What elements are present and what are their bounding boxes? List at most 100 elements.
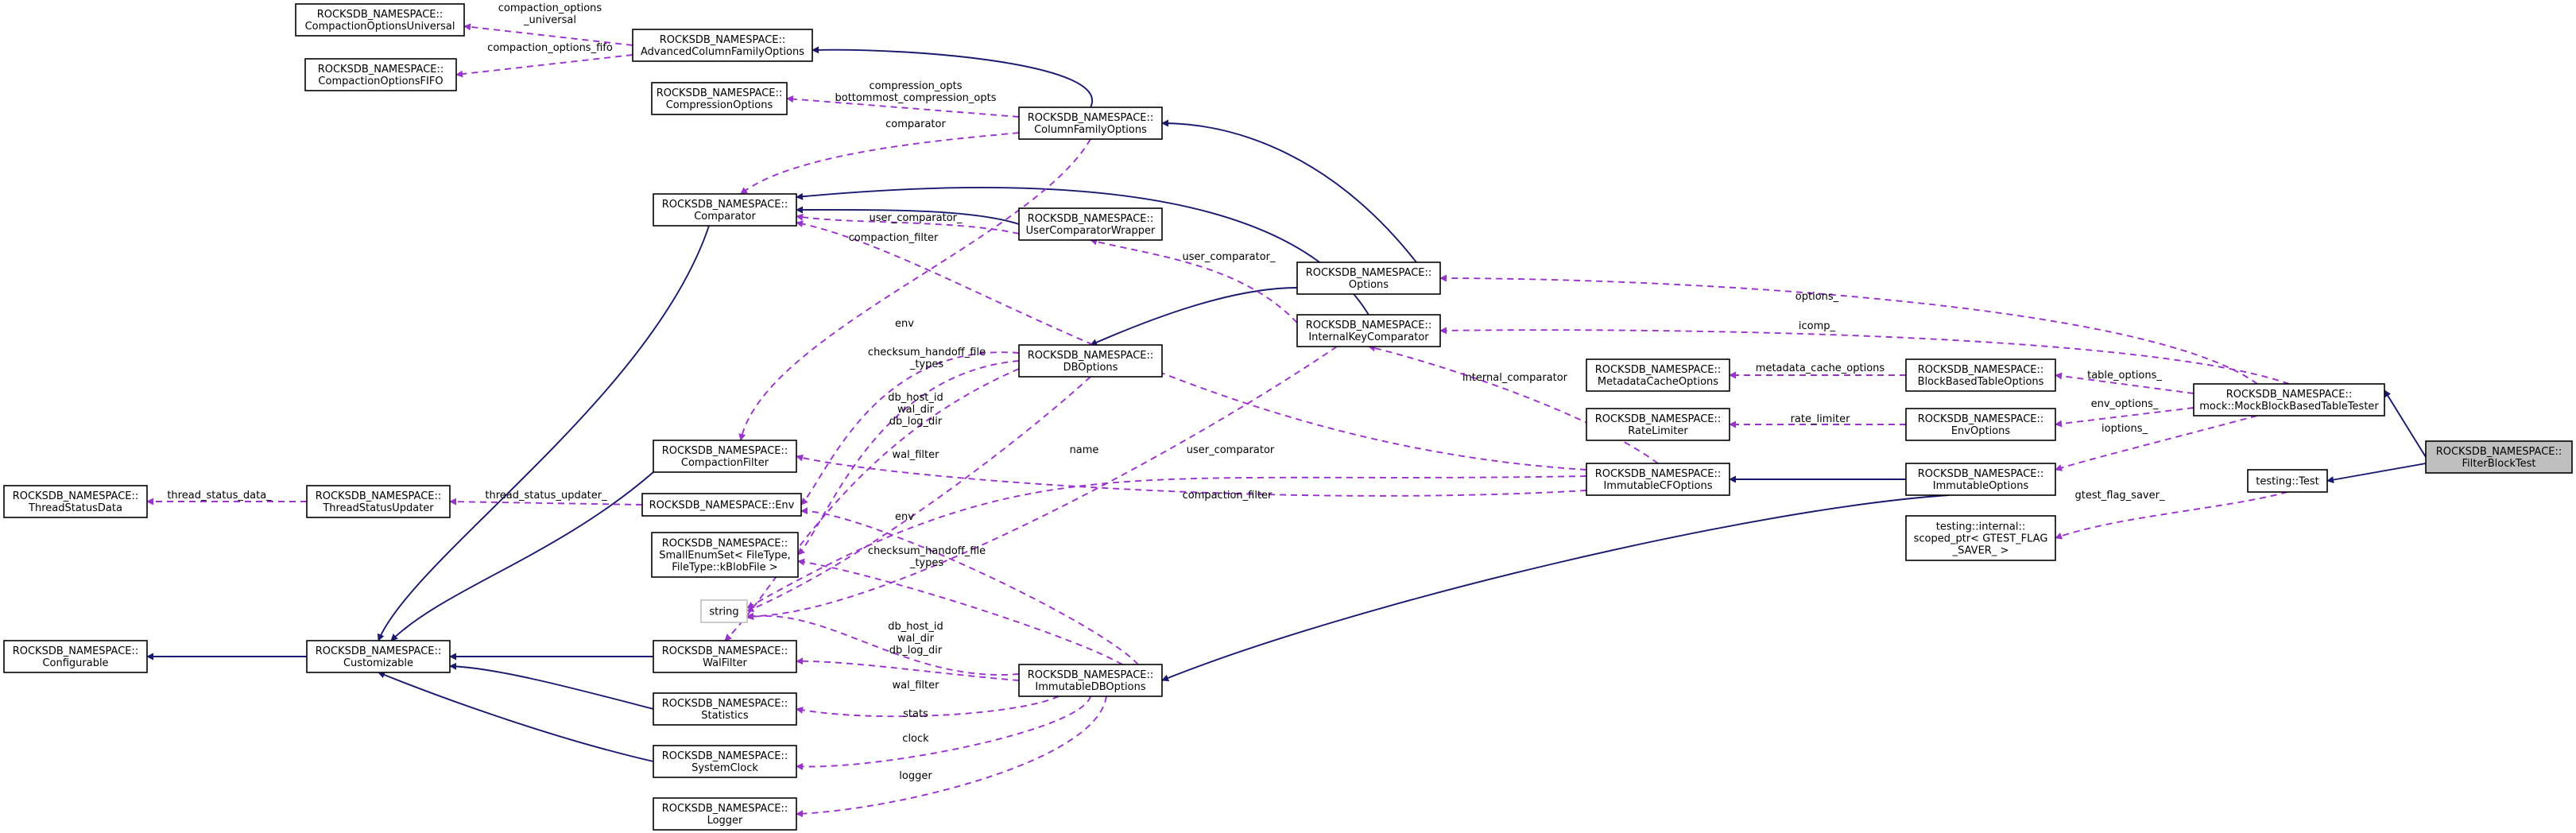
class-node-label: CompactionFilter <box>681 457 769 469</box>
inheritance-edge-cf-to-cust <box>390 471 654 641</box>
usage-edge-icfo-to-ikc <box>1368 344 1659 464</box>
class-node-label: ROCKSDB_NAMESPACE:: <box>662 199 788 211</box>
inheritance-edge-opt-to-dbo <box>1090 287 1298 346</box>
class-node-label: ROCKSDB_NAMESPACE:: <box>657 87 783 99</box>
class-node-box <box>1018 344 1163 378</box>
class-node-label: MetadataCacheOptions <box>1598 376 1718 388</box>
class-node-label: ROCKSDB_NAMESPACE:: <box>1595 468 1722 480</box>
class-node-label: ROCKSDB_NAMESPACE:: <box>1306 320 1432 331</box>
class-node-label: ThreadStatusData <box>28 502 122 514</box>
class-node-label: ROCKSDB_NAMESPACE:: <box>662 445 788 457</box>
class-node-sc[interactable]: ROCKSDB_NAMESPACE::SystemClock <box>653 745 797 778</box>
class-node-label: ROCKSDB_NAMESPACE:: <box>662 538 788 550</box>
class-node-cof[interactable]: ROCKSDB_NAMESPACE::CompactionOptionsFIFO <box>304 58 457 91</box>
class-node-box <box>2247 469 2328 493</box>
edge-label: checksum_handoff_file <box>868 545 986 557</box>
usage-edge-icfo-to-cf <box>796 454 1587 497</box>
class-node-cf[interactable]: ROCKSDB_NAMESPACE::CompactionFilter <box>653 440 797 473</box>
class-node-bbto[interactable]: ROCKSDB_NAMESPACE::BlockBasedTableOption… <box>1905 358 2056 392</box>
class-node-label: SystemClock <box>691 762 758 774</box>
class-node-cust[interactable]: ROCKSDB_NAMESPACE::Customizable <box>306 640 451 673</box>
class-node-label: DBOptions <box>1063 362 1118 374</box>
class-node-icfo[interactable]: ROCKSDB_NAMESPACE::ImmutableCFOptions <box>1586 463 1730 496</box>
usage-edge-dbo-to-ses <box>797 360 1020 556</box>
class-node-env[interactable]: ROCKSDB_NAMESPACE::Env <box>641 493 802 517</box>
edge-label: user_comparator_ <box>869 212 963 224</box>
class-node-label: ROCKSDB_NAMESPACE:: <box>660 34 786 46</box>
edge-label: metadata_cache_options <box>1756 362 1885 374</box>
class-node-ikc[interactable]: ROCKSDB_NAMESPACE::InternalKeyComparator <box>1296 314 1441 347</box>
class-node-rl[interactable]: ROCKSDB_NAMESPACE::RateLimiter <box>1586 408 1730 441</box>
class-node-envo[interactable]: ROCKSDB_NAMESPACE::EnvOptions <box>1905 408 2056 441</box>
class-node-label: InternalKeyComparator <box>1308 331 1429 343</box>
class-node-fbt[interactable]: ROCKSDB_NAMESPACE::FilterBlockTest <box>2425 440 2573 474</box>
class-node-ucw[interactable]: ROCKSDB_NAMESPACE::UserComparatorWrapper <box>1018 207 1163 241</box>
class-node-box <box>653 797 797 831</box>
inheritance-edge-stat-to-cust <box>449 662 654 710</box>
class-node-label: ImmutableDBOptions <box>1035 681 1145 693</box>
class-node-label: ROCKSDB_NAMESPACE:: <box>1918 468 2044 480</box>
usage-edge-idbo-to-log <box>796 695 1107 818</box>
class-node-box <box>632 29 813 62</box>
usage-edge-mbbt-to-envo <box>2055 407 2194 428</box>
class-node-label: ROCKSDB_NAMESPACE:: <box>662 750 788 762</box>
class-node-cou[interactable]: ROCKSDB_NAMESPACE::CompactionOptionsUniv… <box>295 3 465 37</box>
class-node-label: ROCKSDB_NAMESPACE:: <box>1918 364 2044 376</box>
class-node-mco[interactable]: ROCKSDB_NAMESPACE::MetadataCacheOptions <box>1586 358 1730 392</box>
class-node-str[interactable]: string <box>700 599 748 623</box>
class-node-box <box>306 485 451 518</box>
class-node-tsd[interactable]: ROCKSDB_NAMESPACE::ThreadStatusData <box>3 485 148 518</box>
class-node-label: UserComparatorWrapper <box>1026 225 1156 237</box>
class-node-label: ROCKSDB_NAMESPACE:: <box>317 9 444 21</box>
class-node-io[interactable]: ROCKSDB_NAMESPACE::ImmutableOptions <box>1905 463 2056 496</box>
class-node-cfo[interactable]: ROCKSDB_NAMESPACE::ColumnFamilyOptions <box>1018 107 1163 140</box>
class-node-label: scoped_ptr< GTEST_FLAG <box>1914 533 2048 545</box>
edge-label: wal_filter <box>893 680 940 692</box>
class-node-box <box>651 82 788 115</box>
class-node-acfo[interactable]: ROCKSDB_NAMESPACE::AdvancedColumnFamilyO… <box>632 29 813 62</box>
class-node-wf[interactable]: ROCKSDB_NAMESPACE::WalFilter <box>653 640 797 673</box>
class-node-idbo[interactable]: ROCKSDB_NAMESPACE::ImmutableDBOptions <box>1018 664 1163 697</box>
usage-edge-ucw-to-cmp <box>796 213 1020 234</box>
edge-label: env_options_ <box>2091 398 2159 410</box>
usage-edge-env-to-tsu <box>449 498 643 506</box>
class-node-label: CompactionOptionsFIFO <box>318 76 443 87</box>
usage-edge-mbbt-to-ikc <box>1439 327 2290 385</box>
class-node-label: ROCKSDB_NAMESPACE:: <box>1028 669 1154 681</box>
edge-label: compression_opts <box>870 80 963 92</box>
class-node-co[interactable]: ROCKSDB_NAMESPACE::CompressionOptions <box>651 82 788 115</box>
class-node-box <box>1018 107 1163 140</box>
class-node-tt[interactable]: testing::Test <box>2247 469 2328 493</box>
class-node-label: ROCKSDB_NAMESPACE:: <box>2226 389 2353 401</box>
class-node-sp[interactable]: testing::internal::scoped_ptr< GTEST_FLA… <box>1905 515 2056 561</box>
class-node-label: WalFilter <box>703 657 747 669</box>
edge-label: thread_status_data_ <box>167 490 272 502</box>
class-node-dbo[interactable]: ROCKSDB_NAMESPACE::DBOptions <box>1018 344 1163 378</box>
class-node-tsu[interactable]: ROCKSDB_NAMESPACE::ThreadStatusUpdater <box>306 485 451 518</box>
class-node-log[interactable]: ROCKSDB_NAMESPACE::Logger <box>653 797 797 831</box>
inheritance-edge-ucw-to-cmp <box>796 206 1020 225</box>
class-node-label: AdvancedColumnFamilyOptions <box>641 46 804 58</box>
class-node-box <box>653 440 797 473</box>
class-node-cfg[interactable]: ROCKSDB_NAMESPACE::Configurable <box>3 640 148 673</box>
class-node-label: Comparator <box>694 211 756 223</box>
class-node-box <box>306 640 451 673</box>
inheritance-edge-ikc-to-cmp <box>796 187 1369 316</box>
edge-label: _types <box>909 557 944 569</box>
usage-edge-idbo-to-sc <box>796 695 1091 770</box>
class-node-mbbt[interactable]: ROCKSDB_NAMESPACE::mock::MockBlockBasedT… <box>2193 383 2385 416</box>
inheritance-edge-sc-to-cust <box>378 671 654 762</box>
class-node-cmp[interactable]: ROCKSDB_NAMESPACE::Comparator <box>653 193 797 227</box>
inheritance-edge-fbt-to-tt <box>2326 463 2427 484</box>
usage-edge-icfo-to-str <box>746 475 1587 609</box>
class-node-ses[interactable]: ROCKSDB_NAMESPACE::SmallEnumSet< FileTyp… <box>651 532 799 578</box>
class-node-box <box>2193 383 2385 416</box>
class-node-box <box>1905 408 2056 441</box>
class-node-opt[interactable]: ROCKSDB_NAMESPACE::Options <box>1296 262 1441 295</box>
edge-labels-layer: compaction_options_universalcompaction_o… <box>167 2 2165 782</box>
class-node-stat[interactable]: ROCKSDB_NAMESPACE::Statistics <box>653 692 797 726</box>
class-node-label: FileType::kBlobFile > <box>672 562 777 574</box>
class-node-label: ROCKSDB_NAMESPACE:: <box>1028 112 1154 124</box>
class-node-box <box>1905 463 2056 496</box>
